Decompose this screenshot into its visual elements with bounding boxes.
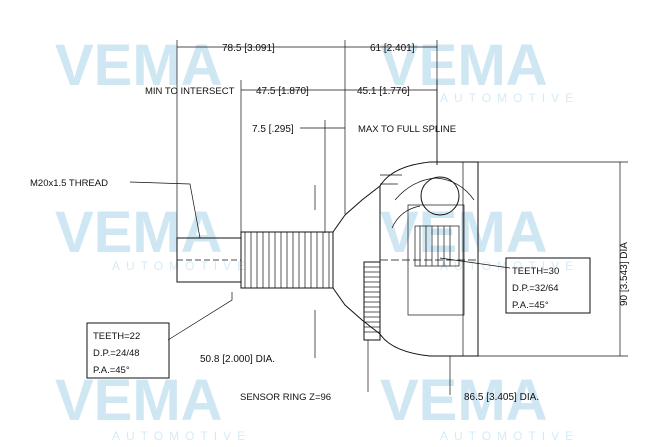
spec-right-teeth: TEETH=30	[512, 266, 559, 277]
dim-outer-dia: 90 [3.543] DIA	[619, 242, 630, 306]
spec-left-pa: P.A.=45°	[93, 365, 130, 376]
spec-right-dp: D.P.=32/64	[512, 283, 559, 294]
spec-right-pa: P.A.=45°	[512, 300, 549, 311]
dim-spline-length: 45.1 [1.776]	[357, 86, 410, 97]
min-to-intersect-label: MIN TO INTERSECT	[145, 86, 235, 97]
watermark-tagline: AUTOMOTIVE	[112, 429, 251, 443]
dim-bell-dia: 86.5 [3.405] DIA.	[464, 392, 539, 403]
watermark-brand: VEMA	[55, 33, 223, 98]
watermark-tagline: AUTOMOTIVE	[440, 429, 579, 443]
spec-left-dp: D.P.=24/48	[93, 348, 140, 359]
max-to-full-spline-label: MAX TO FULL SPLINE	[358, 124, 456, 135]
sensor-ring-label: SENSOR RING Z=96	[240, 392, 331, 403]
dim-shaft-dia: 50.8 [2.000] DIA.	[200, 354, 275, 365]
dim-overall-right: 61 [2.401]	[370, 43, 415, 54]
dim-offset: 7.5 [.295]	[252, 124, 294, 135]
dim-min-to-intersect: 47.5 [1.870]	[256, 86, 309, 97]
spec-box-left: TEETH=22 D.P.=24/48 P.A.=45°	[86, 322, 170, 379]
watermark-brand: VEMA	[380, 33, 548, 98]
dimension-lines	[129, 40, 628, 395]
spec-left-teeth: TEETH=22	[93, 331, 140, 342]
cv-joint-part	[176, 161, 479, 357]
thread-label: M20x1.5 THREAD	[30, 178, 108, 189]
inner-race	[407, 204, 465, 316]
spec-box-right: TEETH=30 D.P.=32/64 P.A.=45°	[505, 257, 591, 314]
watermark-brand: VEMA	[55, 200, 223, 265]
watermark-brand: VEMA	[55, 368, 223, 433]
dim-overall-left: 78.5 [3.091]	[222, 43, 275, 54]
spline-lines	[244, 232, 330, 288]
watermark-tagline: AUTOMOTIVE	[112, 259, 251, 273]
watermark-tagline: AUTOMOTIVE	[440, 91, 579, 105]
watermark-brand: VEMA	[380, 368, 548, 433]
ball-bearing	[420, 176, 460, 216]
